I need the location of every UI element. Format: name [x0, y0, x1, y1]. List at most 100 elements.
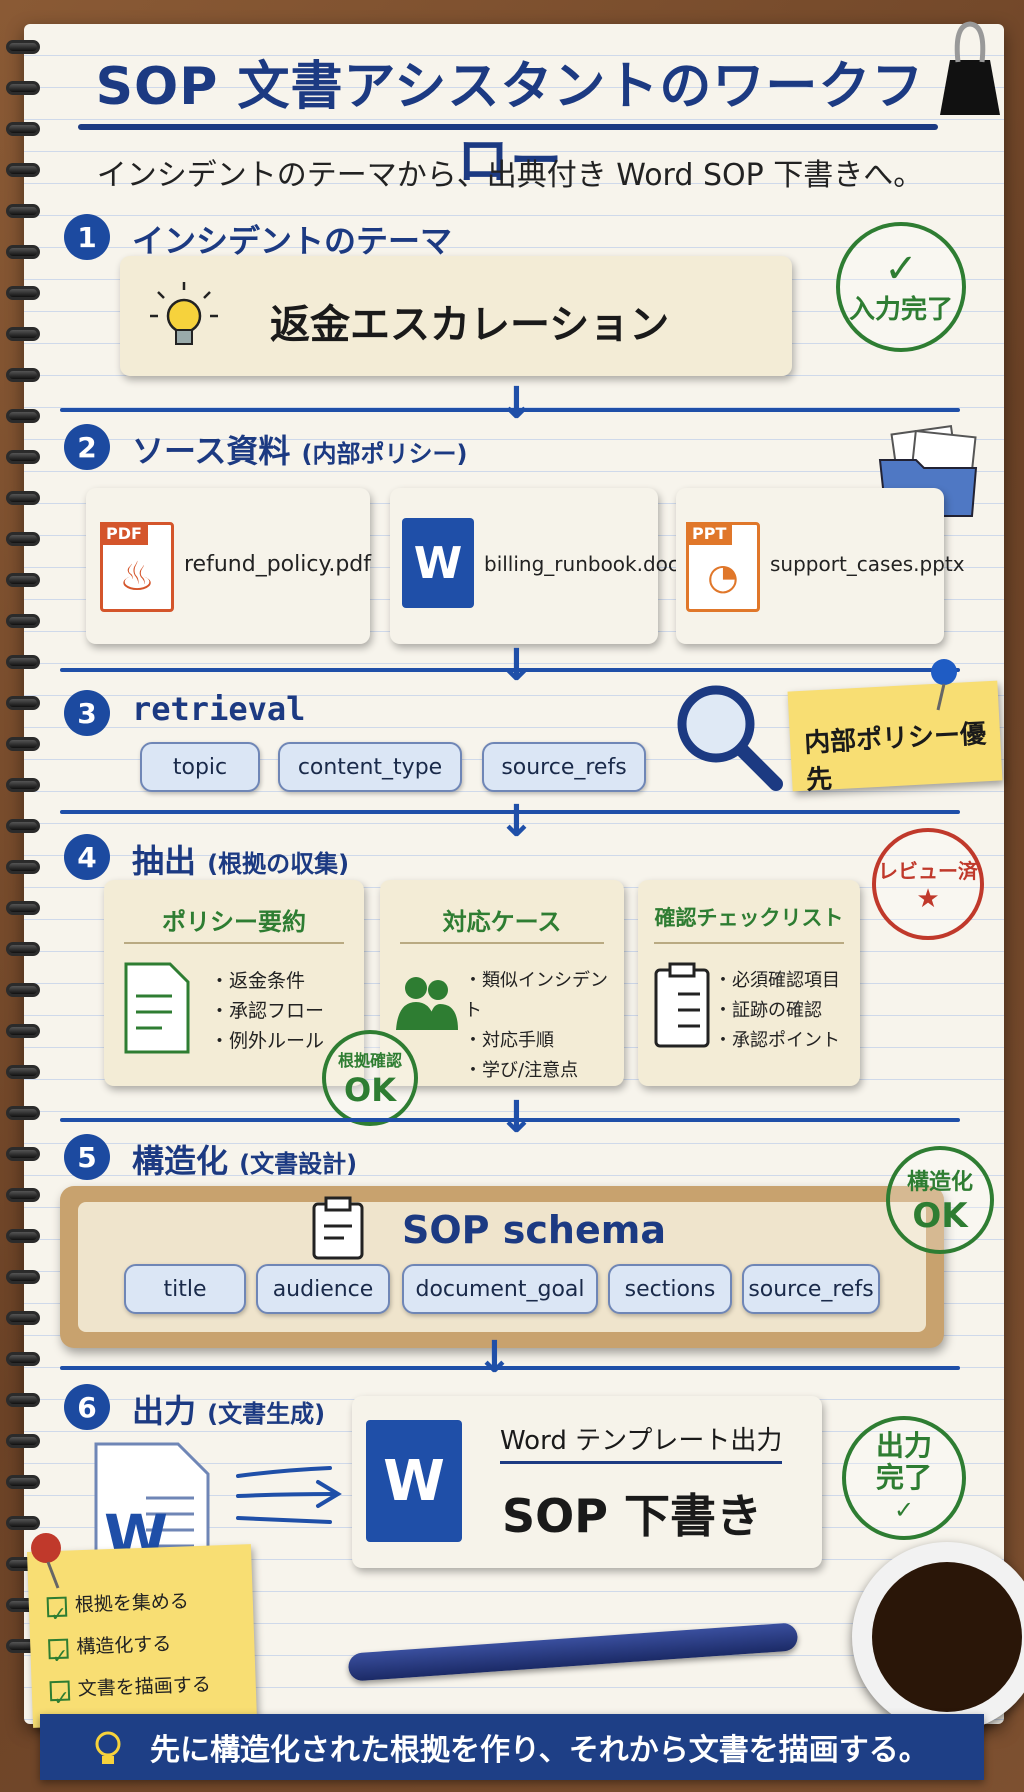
clipboard-checklist-icon	[654, 962, 710, 1048]
schema-chip[interactable]: source_refs	[742, 1264, 880, 1314]
spiral-ring	[6, 409, 40, 423]
spiral-ring	[6, 1393, 40, 1407]
extraction-card-checklist: 確認チェックリスト 必須確認項目 証跡の確認 承認ポイント	[638, 880, 860, 1086]
checklist-item-text: 根拠を集める	[74, 1590, 190, 1617]
summary-banner-text: 先に構造化された根拠を作り、それから文書を描画する。	[150, 1733, 929, 1768]
step-4-number: 4	[64, 834, 110, 880]
list-item: 例外ルール	[210, 1026, 324, 1056]
source-file-pptx[interactable]: PPT ◔ support_cases.pptx	[676, 488, 965, 644]
output-title: SOP 下書き	[502, 1489, 762, 1543]
step-1-title: インシデントのテーマ	[132, 222, 453, 260]
retrieval-chip[interactable]: topic	[140, 742, 260, 792]
spiral-ring	[6, 573, 40, 587]
spiral-ring	[6, 1106, 40, 1120]
spiral-ring	[6, 40, 40, 54]
checklist: 根拠を集める 構造化する 文書を描画する	[46, 1580, 211, 1712]
extraction-list: 類似インシデント 対応手順 学び/注意点	[464, 966, 624, 1086]
ppt-badge: PPT	[686, 522, 733, 545]
checkbox-icon	[49, 1680, 71, 1701]
spiral-ring	[6, 983, 40, 997]
reviewed-stamp: レビュー済 ★	[872, 828, 984, 940]
source-file-docx[interactable]: W billing_runbook.docx	[390, 488, 691, 644]
retrieval-chip[interactable]: content_type	[278, 742, 462, 792]
spiral-ring	[6, 450, 40, 464]
step-5-title-paren: (文書設計)	[239, 1150, 358, 1178]
reviewed-stamp-text: レビュー済	[878, 858, 978, 883]
extraction-card-cases: 対応ケース 類似インシデント 対応手順 学び/注意点	[380, 880, 624, 1086]
extraction-list: 必須確認項目 証跡の確認 承認ポイント	[714, 966, 840, 1056]
spiral-ring	[6, 286, 40, 300]
star-icon: ★	[916, 883, 940, 914]
spiral-ring	[6, 1516, 40, 1530]
step-2-title: ソース資料 (内部ポリシー)	[132, 426, 467, 472]
pdf-icon: PDF ♨	[100, 522, 174, 612]
ppt-icon: PPT ◔	[686, 522, 760, 612]
binder-clip-icon	[940, 21, 1000, 115]
step-3-number: 3	[64, 690, 110, 736]
step-5-title-text: 構造化	[132, 1142, 229, 1180]
input-complete-stamp-text: 入力完了	[848, 294, 953, 325]
spiral-ring	[6, 737, 40, 751]
spiral-ring	[6, 1147, 40, 1161]
schema-chip[interactable]: audience	[256, 1264, 390, 1314]
spiral-ring	[6, 368, 40, 382]
policy-priority-note: 内部ポリシー優先	[787, 680, 1003, 796]
arrow-down-icon: ↓	[498, 1092, 535, 1143]
output-complete-stamp-bottom: 完了	[875, 1461, 932, 1494]
spiral-ring	[6, 491, 40, 505]
step-6-title: 出力 (文書生成)	[132, 1386, 325, 1432]
list-item: 承認フロー	[210, 996, 324, 1026]
evidence-ok-stamp-top: 根拠確認	[337, 1051, 402, 1070]
divider-4	[60, 1118, 960, 1122]
page-title: SOP 文書アシスタントのワークフロー	[95, 57, 925, 192]
source-file-pdf[interactable]: PDF ♨ refund_policy.pdf	[86, 488, 371, 644]
spiral-ring	[6, 614, 40, 628]
input-complete-stamp: ✓ 入力完了	[836, 222, 966, 352]
users-icon	[396, 977, 458, 1030]
pdf-badge: PDF	[100, 522, 148, 545]
spiral-ring	[6, 1475, 40, 1489]
extraction-card-title: 確認チェックリスト	[654, 906, 844, 930]
policy-priority-note-text: 内部ポリシー優先	[803, 719, 987, 796]
summary-banner: 先に構造化された根拠を作り、それから文書を描画する。	[40, 1714, 984, 1780]
card-rule	[654, 942, 844, 944]
step-4-title-paren: (根拠の収集)	[207, 850, 350, 878]
schema-chip[interactable]: sections	[608, 1264, 732, 1314]
topic-card: 返金エスカレーション	[120, 256, 792, 376]
spiral-ring	[6, 778, 40, 792]
checklist-item: 根拠を集める	[46, 1580, 208, 1628]
card-rule	[400, 942, 604, 944]
word-icon: W	[366, 1420, 462, 1542]
list-item: 対応手順	[464, 1026, 624, 1056]
output-card: W Word テンプレート出力 SOP 下書き	[352, 1396, 822, 1568]
list-item: 証跡の確認	[714, 996, 840, 1026]
speed-arrows-icon	[236, 1466, 342, 1524]
step-4-title-text: 抽出	[132, 842, 197, 880]
card-rule	[124, 942, 344, 944]
spiral-ring	[6, 1024, 40, 1038]
step-2-title-paren: (内部ポリシー)	[301, 440, 468, 468]
output-label: Word テンプレート出力	[500, 1420, 783, 1464]
checkbox-icon	[46, 1596, 68, 1617]
coffee-cup	[852, 1542, 1024, 1732]
spiral-ring	[6, 81, 40, 95]
structured-ok-stamp-top: 構造化	[906, 1170, 973, 1195]
spiral-ring	[6, 163, 40, 177]
pie-chart-glyph: ◔	[707, 556, 739, 598]
checklist-item: 構造化する	[48, 1622, 210, 1670]
spiral-ring	[6, 1065, 40, 1079]
schema-chip[interactable]: document_goal	[402, 1264, 598, 1314]
list-item: 学び/注意点	[464, 1056, 624, 1086]
retrieval-chip[interactable]: source_refs	[482, 742, 646, 792]
step-2-number: 2	[64, 424, 110, 470]
step-3-title: retrieval	[132, 690, 306, 728]
list-item: 類似インシデント	[464, 966, 624, 1026]
divider-2	[60, 668, 960, 672]
step-6-title-paren: (文書生成)	[207, 1400, 326, 1428]
page-subtitle: インシデントのテーマから、出典付き Word SOP 下書きへ。	[96, 158, 924, 193]
spiral-ring	[6, 1188, 40, 1202]
check-icon: ✓	[893, 1496, 915, 1524]
spiral-ring	[6, 696, 40, 710]
schema-chip[interactable]: title	[124, 1264, 246, 1314]
step-5-title: 構造化 (文書設計)	[132, 1136, 357, 1182]
